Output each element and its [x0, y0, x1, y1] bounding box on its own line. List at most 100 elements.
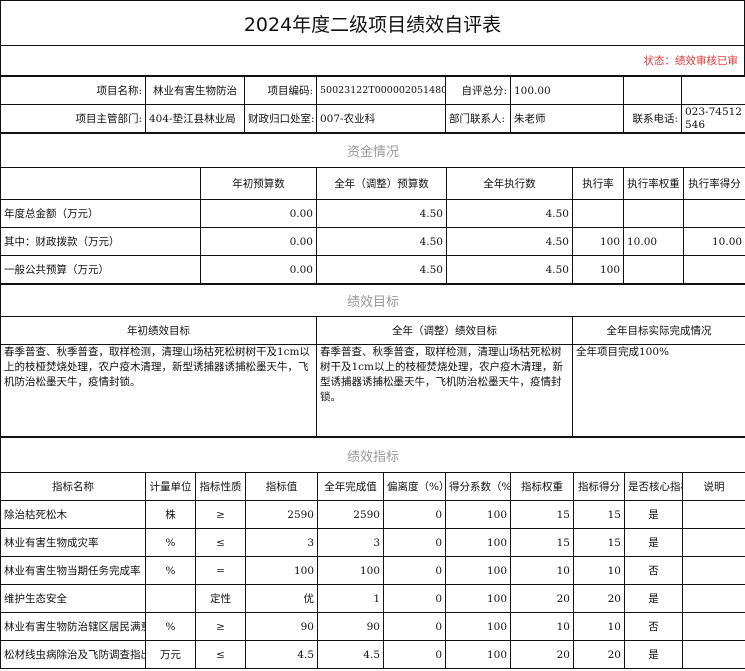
- indicator-cell: =: [195, 556, 246, 585]
- indicator-cell: 10: [510, 556, 574, 585]
- actual-completion: 全年项目完成100%: [572, 344, 745, 437]
- indicator-header: 说明: [681, 472, 745, 501]
- indicator-cell: 株: [145, 500, 196, 529]
- funds-cell: [682, 255, 745, 284]
- goals-section-title: 绩效目标: [0, 284, 745, 317]
- indicator-cell: 否: [624, 556, 683, 585]
- dept-value: 404-垫江县林业局: [145, 104, 245, 133]
- goals-header: 全年（调整）绩效目标: [316, 316, 573, 345]
- indicator-cell: 优: [245, 584, 318, 613]
- indicator-cell: ≥: [195, 500, 246, 529]
- indicator-cell: 0: [383, 640, 446, 669]
- funds-cell: 10.00: [682, 227, 745, 256]
- indicators-table: 绩效指标 指标名称计量单位指标性质指标值全年完成值偏离度（%）得分系数（%）指标…: [0, 437, 745, 669]
- adjusted-goal: 春季普查、秋季普查，取样检测，清理山场枯死松树树干及1cm以上的枝桠焚烧处理，农…: [316, 344, 573, 437]
- indicator-cell: 林业有害生物成灾率: [0, 528, 146, 557]
- indicator-cell: 15: [510, 500, 574, 529]
- indicator-cell: 万元: [145, 640, 196, 669]
- indicator-header: 指标权重: [510, 472, 574, 501]
- indicator-header: 偏离度（%）: [383, 472, 446, 501]
- indicator-cell: [681, 500, 745, 529]
- header-table: 2024年度二级项目绩效自评表 状态：绩效审核已审: [0, 0, 745, 76]
- contact-label: 部门联系人:: [445, 104, 511, 133]
- funds-cell: 4.50: [446, 255, 573, 284]
- indicator-cell: 15: [573, 528, 625, 557]
- indicator-cell: 是: [624, 500, 683, 529]
- indicator-cell: 15: [510, 528, 574, 557]
- indicator-cell: 3: [317, 528, 384, 557]
- indicator-cell: 4.5: [317, 640, 384, 669]
- indicator-cell: 0: [383, 500, 446, 529]
- indicator-header: 是否核心指标: [624, 472, 683, 501]
- funds-header: [0, 167, 201, 200]
- indicator-cell: 松材线虫病除治及飞防调查指出: [0, 640, 146, 669]
- funds-cell: 4.50: [446, 227, 573, 256]
- score-label: 自评总分:: [445, 76, 511, 105]
- indicator-cell: 10: [573, 612, 625, 641]
- funds-cell: [572, 199, 624, 228]
- phone-label: 联系电话:: [623, 104, 682, 133]
- indicator-cell: 20: [573, 640, 625, 669]
- office-value: 007-农业科: [316, 104, 446, 133]
- indicator-header: 得分系数（%）: [445, 472, 511, 501]
- dept-label: 项目主管部门:: [0, 104, 146, 133]
- indicator-cell: 2590: [245, 500, 318, 529]
- funds-cell: [682, 199, 745, 228]
- funds-header: 年初预算数: [200, 167, 317, 200]
- info-table: 项目名称: 林业有害生物防治 项目编码: 50023122T0000020514…: [0, 76, 745, 133]
- total-score: 100.00: [510, 76, 624, 105]
- funds-cell: 4.50: [316, 255, 447, 284]
- indicator-cell: 20: [510, 584, 574, 613]
- funds-cell: 100: [572, 227, 624, 256]
- indicator-cell: 0: [383, 528, 446, 557]
- goals-table: 绩效目标 年初绩效目标 全年（调整）绩效目标 全年目标实际完成情况 春季普查、秋…: [0, 284, 745, 437]
- funds-cell: 年度总金额（万元）: [0, 199, 201, 228]
- funds-cell: [623, 255, 684, 284]
- funds-header: 全年（调整）预算数: [316, 167, 447, 200]
- funds-header: 执行率: [572, 167, 624, 200]
- status-text: 状态：绩效审核已审: [0, 45, 745, 76]
- indicator-header: 指标得分: [573, 472, 625, 501]
- indicator-cell: 10: [573, 556, 625, 585]
- indicator-cell: [681, 556, 745, 585]
- indicator-cell: 100: [445, 556, 511, 585]
- indicator-cell: 100: [445, 612, 511, 641]
- indicator-cell: ≤: [195, 528, 246, 557]
- funds-cell: 4.50: [446, 199, 573, 228]
- funds-cell: 0.00: [200, 199, 317, 228]
- funds-cell: 4.50: [316, 227, 447, 256]
- indicator-cell: [145, 584, 196, 613]
- indicator-cell: 维护生态安全: [0, 584, 146, 613]
- indicator-header: 指标值: [245, 472, 318, 501]
- funds-header: 执行率得分: [682, 167, 745, 200]
- funds-header: 全年执行数: [446, 167, 573, 200]
- funds-cell: 其中：财政拨款（万元）: [0, 227, 201, 256]
- indicator-cell: ≥: [195, 612, 246, 641]
- indicator-cell: %: [145, 528, 196, 557]
- indicator-cell: 10: [510, 612, 574, 641]
- funds-table: 资金情况 年初预算数全年（调整）预算数全年执行数执行率执行率权重执行率得分 年度…: [0, 133, 745, 284]
- goals-header: 年初绩效目标: [0, 316, 317, 345]
- goals-header: 全年目标实际完成情况: [572, 316, 745, 345]
- indicator-cell: ≤: [195, 640, 246, 669]
- indicator-cell: 90: [245, 612, 318, 641]
- funds-cell: 0.00: [200, 227, 317, 256]
- funds-section-title: 资金情况: [0, 133, 745, 168]
- blank-cell: [623, 76, 682, 105]
- indicator-cell: 是: [624, 528, 683, 557]
- indicator-cell: 100: [445, 528, 511, 557]
- funds-cell: 4.50: [316, 199, 447, 228]
- indicator-cell: 0: [383, 556, 446, 585]
- indicator-header: 计量单位: [145, 472, 196, 501]
- indicator-cell: [681, 584, 745, 613]
- initial-goal: 春季普查、秋季普查，取样检测，清理山场枯死松树树干及1cm以上的枝桠焚烧处理，农…: [0, 344, 317, 437]
- indicator-cell: 90: [317, 612, 384, 641]
- indicator-cell: 是: [624, 584, 683, 613]
